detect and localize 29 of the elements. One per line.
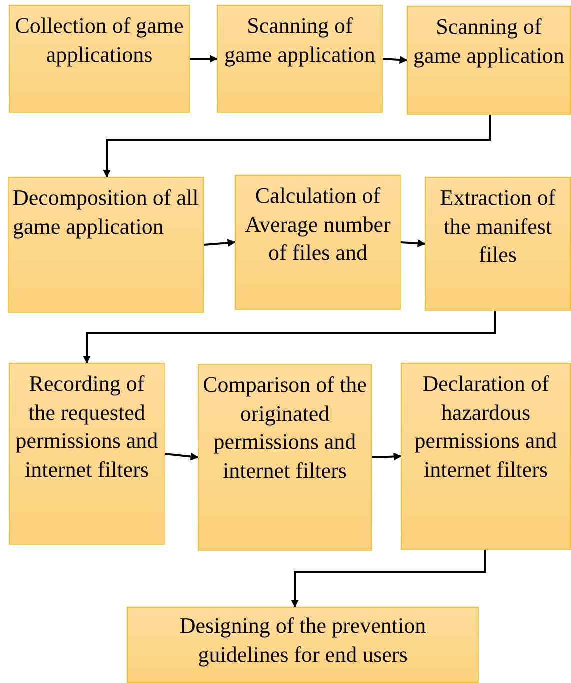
process-box: [198, 364, 372, 551]
step-text: Recording of the requested permissions and internet filters: [14, 370, 160, 484]
process-box: [9, 363, 165, 545]
step-text: Designing of the prevention guidelines for end users: [178, 612, 428, 669]
process-box: [127, 607, 479, 683]
arrow: [103, 115, 491, 178]
process-box: [407, 6, 571, 115]
process-box: [235, 175, 401, 310]
arrow: [204, 239, 236, 248]
step-text: Scanning of game application: [412, 13, 566, 70]
process-box: [425, 177, 571, 311]
arrow: [372, 452, 402, 461]
step-text: Extraction of the manifest files: [439, 184, 557, 270]
arrow: [400, 240, 426, 248]
process-box: [217, 5, 383, 113]
arrow: [382, 56, 408, 64]
process-box: [401, 363, 571, 550]
process-box: [8, 177, 204, 313]
step-text: Comparison of the originated permissions and internet filters: [203, 371, 367, 485]
step-text: Calculation of Average number of files and: [244, 182, 392, 268]
arrow: [83, 311, 496, 364]
step-text: Declaration of hazardous permissions and internet filters: [414, 370, 558, 484]
step-text: Scanning of game application: [224, 12, 376, 69]
step-text: Decomposition of all game application: [13, 184, 199, 241]
step-text: Collection of game applications: [14, 12, 185, 69]
arrow: [291, 550, 486, 608]
process-box: [9, 5, 190, 113]
arrow: [164, 452, 199, 461]
arrow: [190, 55, 218, 63]
